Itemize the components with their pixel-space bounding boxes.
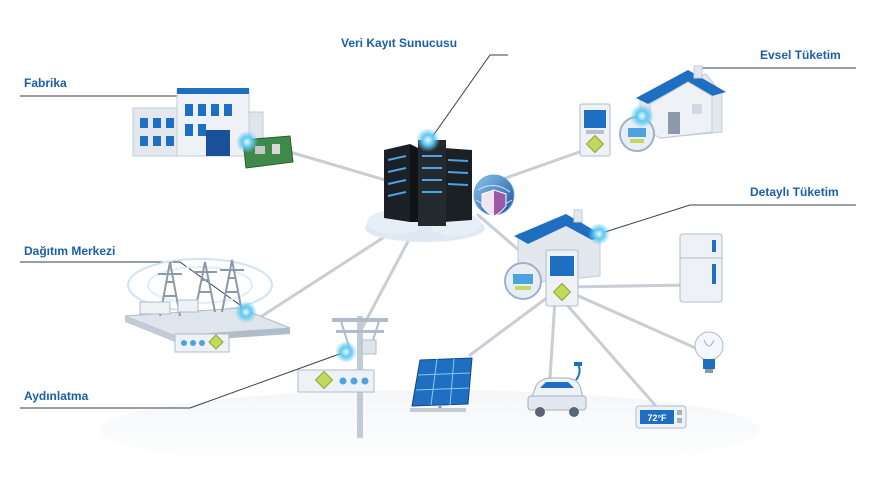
label-detailed: Detaylı Tüketim: [750, 185, 839, 199]
electric-car-icon: [527, 362, 587, 417]
callout-server: [429, 54, 508, 141]
factory-node-icon: [236, 131, 258, 153]
link-server-home: [498, 148, 587, 182]
link-meter-solar: [468, 295, 550, 357]
callout-distribution: [20, 261, 241, 306]
distribution-center-building: [124, 258, 291, 342]
link-distribution-server: [260, 230, 394, 318]
callout-lighting: [20, 351, 346, 409]
callout-detailed: [604, 204, 856, 233]
light-bulb-icon: [694, 331, 724, 373]
label-server: Veri Kayıt Sunucusu: [341, 36, 458, 50]
home-node-icon: [630, 104, 654, 128]
factory-building: [132, 88, 294, 169]
label-lighting: Aydınlatma: [24, 389, 89, 403]
distribution-meter-icon: [174, 333, 230, 353]
thermostat-reading: 72°F: [647, 413, 667, 423]
fridge-icon: [679, 233, 723, 303]
link-meter-thermostat: [558, 295, 657, 407]
server-rack-icon: [365, 140, 485, 242]
floor-shadow: [100, 390, 760, 470]
link-factory-server: [288, 150, 387, 182]
server-node-icon: [416, 128, 440, 152]
label-home: Evsel Tüketim: [760, 48, 841, 62]
link-meter-car: [548, 298, 557, 380]
label-factory: Fabrika: [24, 76, 67, 90]
detailed-node-icon: [588, 223, 610, 245]
thermostat-icon: 72°F: [635, 405, 687, 429]
lighting-meter-icon: [297, 369, 375, 393]
label-distribution: Dağıtım Merkezi: [24, 244, 116, 258]
link-lighting-server: [358, 230, 415, 334]
lighting-node-icon: [335, 341, 357, 363]
globe-shield-icon: [473, 174, 515, 217]
link-meter-bulb: [563, 288, 702, 352]
house-building: [636, 65, 726, 139]
solar-panel-icon: [410, 357, 473, 412]
detailed-meter-icon: [504, 249, 579, 307]
distribution-node-icon: [235, 301, 257, 323]
link-meter-fridge: [563, 283, 692, 289]
